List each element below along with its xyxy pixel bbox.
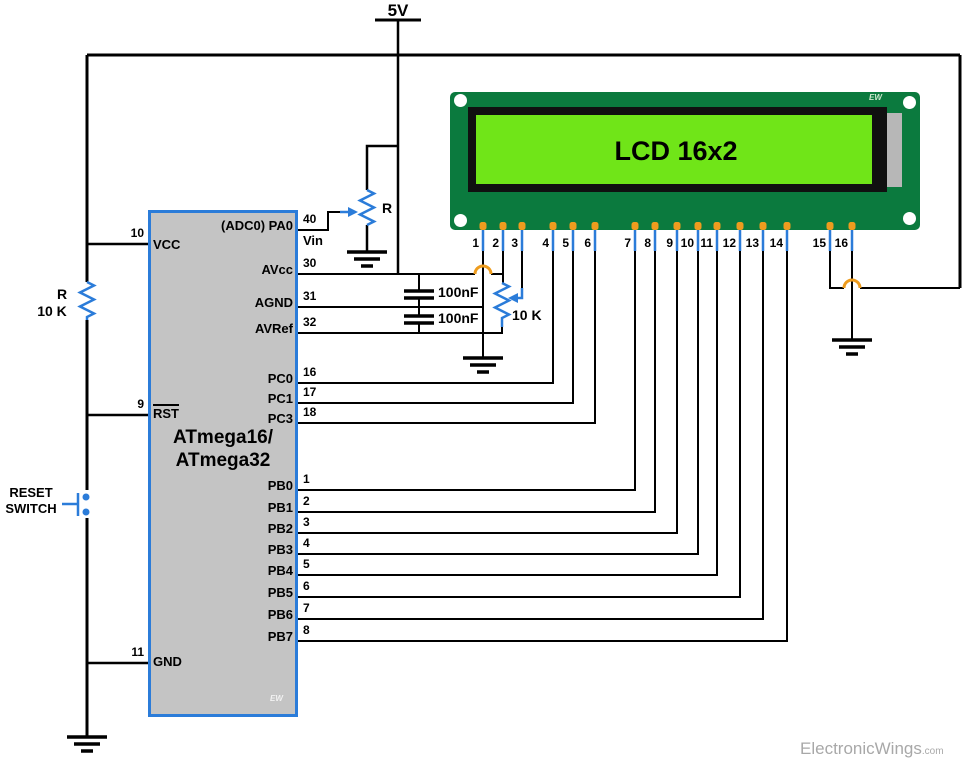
lcd-pin-number: 4 xyxy=(542,236,549,250)
lcd-pin-stubs xyxy=(481,228,854,251)
mcu-title-line2: ATmega32 xyxy=(175,450,271,471)
lcd-mounting-hole xyxy=(454,94,467,107)
pin-number: 4 xyxy=(303,536,310,550)
lcd-pin-number: 5 xyxy=(562,236,569,250)
potentiometer-icon xyxy=(340,188,377,227)
lcd-pin-number: 13 xyxy=(745,236,759,250)
mcu-pin-label: AGND xyxy=(254,295,293,310)
lcd-pin-number: 6 xyxy=(584,236,591,250)
main-wires xyxy=(87,20,400,665)
mcu-ew-watermark: EW xyxy=(270,694,283,703)
pin-number: 6 xyxy=(303,579,310,593)
lcd-pin-number: 3 xyxy=(511,236,518,250)
pullup-resistor-value: 10 K xyxy=(37,303,67,319)
lcd-pin-number: 11 xyxy=(700,236,713,250)
mcu-pin-label: PB5 xyxy=(267,585,293,600)
pin-number: 17 xyxy=(303,385,317,399)
resistor-icon xyxy=(77,280,97,320)
lcd-pin-number: 12 xyxy=(722,236,736,250)
lcd-side-connector xyxy=(887,113,902,187)
pin-number: 31 xyxy=(303,289,317,303)
mcu-pin-label: PC0 xyxy=(267,371,293,386)
mcu-pin-label: PB2 xyxy=(267,521,293,536)
pin-number: 18 xyxy=(303,405,317,419)
mcu-pin-label: GND xyxy=(153,654,182,669)
lcd-pin-number: 15 xyxy=(812,236,826,250)
mcu-title: ATmega16/ ATmega32 xyxy=(148,426,298,472)
signal-wires xyxy=(298,211,960,642)
mcu-pin-label-rst: RST xyxy=(153,406,179,421)
mcu-title-line1: ATmega16/ xyxy=(173,427,273,448)
mcu-pin-label: AVcc xyxy=(261,262,293,277)
pin-number: 9 xyxy=(137,397,144,411)
mcu-pin-label: PB1 xyxy=(267,500,293,515)
pin-number: 3 xyxy=(303,515,310,529)
mcu-pin-label: VCC xyxy=(153,237,181,252)
mcu-pin-label: AVRef xyxy=(254,321,293,336)
capacitor-plates xyxy=(404,289,434,325)
pa0-pot-name: R xyxy=(382,200,393,216)
pin-number: 16 xyxy=(303,365,317,379)
supply-5v-label: 5V xyxy=(387,1,409,20)
mcu-pin-label: PC3 xyxy=(267,411,293,426)
lcd-pin-number: 1 xyxy=(472,236,479,250)
pin-number: 40 xyxy=(303,212,317,226)
mcu-pin-label: PB0 xyxy=(267,478,293,493)
mcu-pin-label: PB4 xyxy=(267,563,293,578)
reset-switch-icon xyxy=(62,493,90,516)
power-rails xyxy=(85,18,962,737)
mcu-pin-label: (ADC0) PA0 xyxy=(221,218,293,233)
mcu-pin-label: PC1 xyxy=(267,391,293,406)
lcd-ew-watermark: EW xyxy=(869,93,882,102)
lcd-pin-number: 2 xyxy=(492,236,499,250)
pin-number: 2 xyxy=(303,494,310,508)
cap2-value: 100nF xyxy=(438,310,479,326)
mcu-pin-label: PB6 xyxy=(267,607,293,622)
contrast-pot-value: 10 K xyxy=(512,307,542,323)
vin-label: Vin xyxy=(303,233,323,248)
lcd-mounting-hole xyxy=(454,214,467,227)
lcd-solder-pads xyxy=(479,222,856,230)
branding-watermark: ElectronicWings.com xyxy=(800,739,944,759)
pin-number: 8 xyxy=(303,623,310,637)
mcu-pin-label: PB7 xyxy=(267,629,293,644)
mcu-pin-label: PB3 xyxy=(267,542,293,557)
lcd-pin-number: 10 xyxy=(680,236,694,250)
contrast-wiper-arrow-icon xyxy=(508,293,518,303)
lcd-pin-number: 9 xyxy=(666,236,673,250)
branding-text: ElectronicWings xyxy=(800,739,922,758)
pot-wiper-arrow-icon xyxy=(348,207,358,217)
lcd-mounting-hole xyxy=(903,96,916,109)
reset-switch-label-1: RESET xyxy=(9,485,53,500)
pullup-resistor-name: R xyxy=(56,286,68,302)
pin-number: 30 xyxy=(303,256,317,270)
reset-switch-label-2: SWITCH xyxy=(5,501,57,516)
pin-number: 11 xyxy=(131,645,144,659)
lcd-pin-number: 7 xyxy=(624,236,631,250)
pin-number: 7 xyxy=(303,601,310,615)
branding-suffix: .com xyxy=(921,746,944,757)
lcd-pin-number: 16 xyxy=(834,236,848,250)
ground-symbols xyxy=(67,250,872,753)
cap1-value: 100nF xyxy=(438,284,479,300)
wire-hop-icon xyxy=(473,264,862,289)
pin-number: 10 xyxy=(130,226,144,240)
lcd-title: LCD 16x2 xyxy=(614,136,738,166)
lcd-pin-number: 8 xyxy=(644,236,651,250)
lcd-mounting-hole xyxy=(903,212,916,225)
pin-number: 1 xyxy=(303,472,310,486)
lcd-screen xyxy=(476,115,872,184)
mcu-body xyxy=(148,210,298,717)
pin-number: 5 xyxy=(303,557,310,571)
lcd-pin-number: 14 xyxy=(769,236,783,250)
pin-number: 32 xyxy=(303,315,317,329)
